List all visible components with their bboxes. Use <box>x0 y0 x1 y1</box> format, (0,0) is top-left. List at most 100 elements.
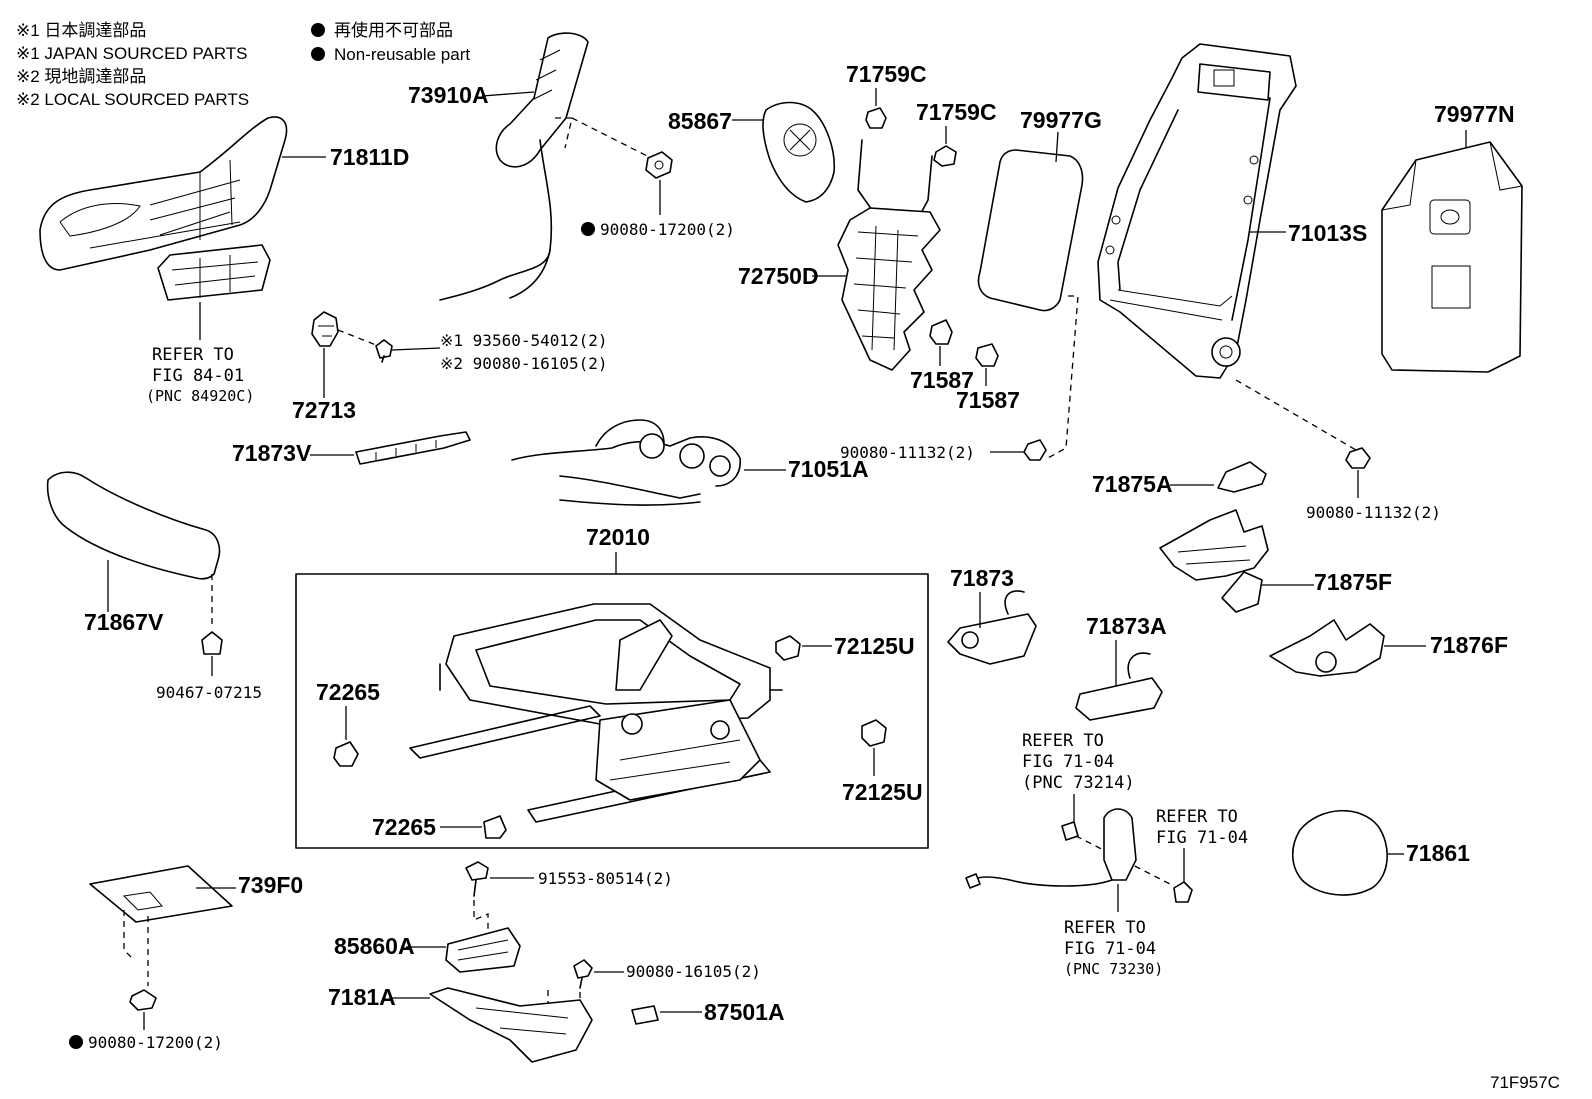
legend-non-reusable-en: Non-reusable part <box>334 45 470 64</box>
non-reusable-dot-icon <box>69 1035 83 1049</box>
bolt-label-90080-17200-bot[interactable]: 90080-17200(2) <box>88 1033 223 1052</box>
refer-73230-line-3: (PNC 73230) <box>1064 960 1163 978</box>
non-reusable-dot-icon <box>311 23 325 37</box>
part-71875F-drawing <box>1159 509 1269 613</box>
refer-73230-line-1: REFER TO <box>1064 918 1146 938</box>
legend: ※1 日本調達部品 ※1 JAPAN SOURCED PARTS ※2 現地調達… <box>16 20 470 109</box>
part-71759C-b-drawing <box>933 145 957 167</box>
part-73910A-drawing <box>439 32 666 301</box>
part-7181A-drawing <box>429 987 593 1063</box>
part-72265-a-drawing <box>333 741 359 767</box>
bolt-label-90080-11132-b[interactable]: 90080-11132(2) <box>1306 503 1441 522</box>
part-85867-drawing <box>762 101 836 203</box>
part-label-7181A[interactable]: 7181A <box>328 984 396 1010</box>
part-label-71811D[interactable]: 71811D <box>330 144 409 170</box>
part-87501A-drawing <box>631 1005 659 1025</box>
figure-code: 71F957C <box>1490 1073 1560 1092</box>
part-label-85867[interactable]: 85867 <box>668 108 732 134</box>
part-71051A-drawing <box>511 419 741 506</box>
part-71867V-drawing <box>46 471 221 580</box>
part-label-79977G[interactable]: 79977G <box>1020 107 1102 133</box>
part-label-73910A[interactable]: 73910A <box>408 82 489 108</box>
part-label-72713[interactable]: 72713 <box>292 397 356 423</box>
part-label-72265-b[interactable]: 72265 <box>372 814 436 840</box>
part-79977N-drawing <box>1381 141 1523 373</box>
part-label-71876F[interactable]: 71876F <box>1430 632 1508 658</box>
non-reusable-dot-icon <box>581 222 595 236</box>
part-71873-drawing <box>947 590 1037 665</box>
part-label-72125U-b[interactable]: 72125U <box>842 779 923 805</box>
bolt-label-90080-11132-a[interactable]: 90080-11132(2) <box>840 443 975 462</box>
legend-non-reusable-jp: 再使用不可部品 <box>334 20 453 40</box>
part-72265-b-drawing <box>483 815 507 839</box>
legend-line-1: ※1 日本調達部品 <box>16 21 146 40</box>
part-71873A-drawing <box>1075 652 1163 721</box>
bolt-label-90080-17200-top[interactable]: 90080-17200(2) <box>600 220 735 239</box>
part-label-72750D[interactable]: 72750D <box>738 263 819 289</box>
clip-90467-drawing <box>201 631 223 655</box>
part-71587-b-drawing <box>975 343 999 367</box>
part-72010-drawing <box>409 603 783 823</box>
part-label-79977N[interactable]: 79977N <box>1434 101 1515 127</box>
refer-7104-line-1: REFER TO <box>1156 807 1238 827</box>
part-85860A-drawing <box>445 927 521 973</box>
part-71587-a-drawing <box>929 319 953 345</box>
buckle-bolt-drawing <box>1173 881 1193 903</box>
refer-7104-line-2[interactable]: FIG 71-04 <box>1156 828 1248 848</box>
part-71861-drawing <box>1291 809 1388 896</box>
part-label-71867V[interactable]: 71867V <box>84 609 164 635</box>
buckle-cover-73214-drawing <box>1061 821 1079 841</box>
part-label-71873A[interactable]: 71873A <box>1086 613 1167 639</box>
bolt-label-91553-80514[interactable]: 91553-80514(2) <box>538 869 673 888</box>
part-71876F-drawing <box>1269 619 1385 677</box>
refer-73214-line-3: (PNC 73214) <box>1022 773 1135 793</box>
buckle-73230-drawing <box>965 808 1137 889</box>
part-79977G-drawing <box>977 149 1084 312</box>
part-label-72265-a[interactable]: 72265 <box>316 679 380 705</box>
part-72713-drawing <box>311 311 339 347</box>
part-label-71051A[interactable]: 71051A <box>788 456 869 482</box>
part-label-71873V[interactable]: 71873V <box>232 440 312 466</box>
part-label-85860A[interactable]: 85860A <box>334 933 415 959</box>
part-label-71587-b[interactable]: 71587 <box>956 387 1020 413</box>
nut-90080-17200-bot-drawing <box>129 989 157 1011</box>
adjuster-group-box <box>295 573 929 849</box>
part-71759C-a-drawing <box>865 107 887 129</box>
screw-90080-16105-bot-drawing <box>573 959 593 989</box>
part-label-72125U-a[interactable]: 72125U <box>834 633 915 659</box>
nut-90080-17200-top-drawing <box>645 151 673 179</box>
part-label-71875F[interactable]: 71875F <box>1314 569 1392 595</box>
part-label-71013S[interactable]: 71013S <box>1288 220 1367 246</box>
part-72125U-a-drawing <box>775 635 801 661</box>
bolt-label-90080-16105-mid[interactable]: ※2 90080-16105(2) <box>440 354 608 373</box>
refer-84-line-3: (PNC 84920C) <box>146 387 254 405</box>
bolt-label-90080-16105-bot[interactable]: 90080-16105(2) <box>626 962 761 981</box>
part-label-72010[interactable]: 72010 <box>586 524 650 550</box>
part-label-71587-a[interactable]: 71587 <box>910 367 974 393</box>
non-reusable-dot-icon <box>311 47 325 61</box>
bolt-91553-drawing <box>465 861 489 897</box>
refer-84-line-2[interactable]: FIG 84-01 <box>152 366 244 386</box>
bolt-90080-11132-b-drawing <box>1345 447 1371 469</box>
part-72125U-b-drawing <box>861 719 887 747</box>
bolt-90080-11132-a-drawing <box>1023 439 1047 461</box>
part-label-71759C-a[interactable]: 71759C <box>846 61 927 87</box>
part-label-71759C-b[interactable]: 71759C <box>916 99 997 125</box>
part-71873V-drawing <box>355 431 471 465</box>
part-739F0-drawing <box>89 865 233 923</box>
part-label-739F0[interactable]: 739F0 <box>238 872 303 898</box>
part-label-71861[interactable]: 71861 <box>1406 840 1470 866</box>
bolt-label-93560-54012[interactable]: ※1 93560-54012(2) <box>440 331 608 350</box>
legend-line-4: ※2 LOCAL SOURCED PARTS <box>16 90 249 109</box>
legend-line-3: ※2 現地調達部品 <box>16 67 146 86</box>
part-label-71873[interactable]: 71873 <box>950 565 1014 591</box>
part-label-87501A[interactable]: 87501A <box>704 999 785 1025</box>
legend-line-2: ※1 JAPAN SOURCED PARTS <box>16 44 248 63</box>
part-label-71875A[interactable]: 71875A <box>1092 471 1173 497</box>
refer-73214-line-2[interactable]: FIG 71-04 <box>1022 752 1114 772</box>
refer-73230-line-2[interactable]: FIG 71-04 <box>1064 939 1156 959</box>
screw-93560-drawing <box>375 339 393 363</box>
part-72750D-drawing <box>837 139 941 371</box>
part-84920C-drawing <box>157 244 271 301</box>
clip-label-90467-07215[interactable]: 90467-07215 <box>156 683 262 702</box>
